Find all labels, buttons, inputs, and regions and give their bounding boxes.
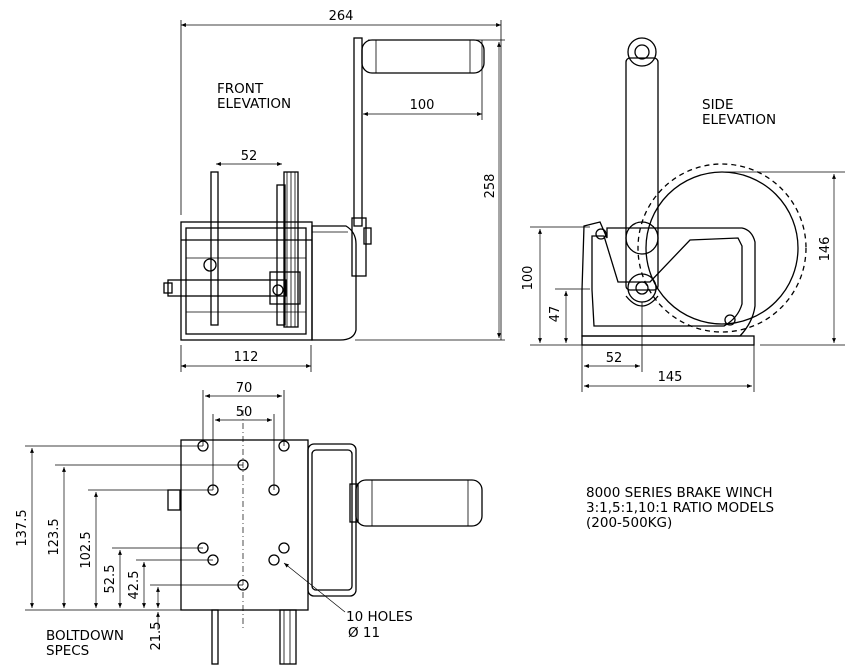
boltdown-specs-view: 70 50 137.5 123.5 102.5 52.5 42.5 21.5 1…: [15, 381, 483, 665]
notes-line-1: 8000 SERIES BRAKE WINCH: [586, 485, 773, 501]
dim-145: 145: [658, 370, 683, 385]
dim-102-5: 102.5: [79, 531, 94, 568]
dim-258: 258: [483, 174, 498, 199]
dim-21-5: 21.5: [149, 622, 164, 651]
side-elevation-label-2: ELEVATION: [702, 112, 776, 128]
boltdown-label-1: BOLTDOWN: [46, 628, 124, 644]
dim-123-5: 123.5: [47, 518, 62, 555]
dim-100-handle: 100: [410, 98, 435, 113]
front-elevation-view: 264 100 258 52 112: [163, 9, 505, 372]
holes-label-1: 10 HOLES: [346, 609, 413, 625]
notes-line-2: 3:1,5:1,10:1 RATIO MODELS: [586, 500, 774, 516]
front-elevation-label-1: FRONT: [217, 81, 264, 97]
front-elevation-label-2: ELEVATION: [217, 96, 291, 112]
dim-70: 70: [236, 381, 253, 396]
dim-264: 264: [329, 9, 354, 24]
holes-label-2: Ø 11: [348, 625, 380, 641]
gear-teeth: [637, 163, 807, 333]
dim-146: 146: [818, 237, 833, 262]
boltdown-label-2: SPECS: [46, 643, 89, 659]
dim-47: 47: [548, 306, 563, 323]
side-elevation-view: 146 100 47 52 145 SIDE ELEVATION: [521, 37, 845, 392]
notes-line-3: (200-500KG): [586, 515, 672, 531]
dim-137-5: 137.5: [15, 509, 30, 546]
spec-notes: 8000 SERIES BRAKE WINCH 3:1,5:1,10:1 RAT…: [586, 485, 774, 531]
dim-50: 50: [236, 405, 253, 420]
side-elevation-label-1: SIDE: [702, 97, 733, 113]
bolt-holes: [197, 440, 290, 591]
dim-112: 112: [234, 350, 259, 365]
dim-100-side: 100: [521, 266, 536, 291]
dim-52-side: 52: [606, 351, 623, 366]
dim-52-5: 52.5: [103, 565, 118, 594]
dim-52-drum: 52: [241, 149, 258, 164]
dim-42-5: 42.5: [127, 571, 142, 600]
